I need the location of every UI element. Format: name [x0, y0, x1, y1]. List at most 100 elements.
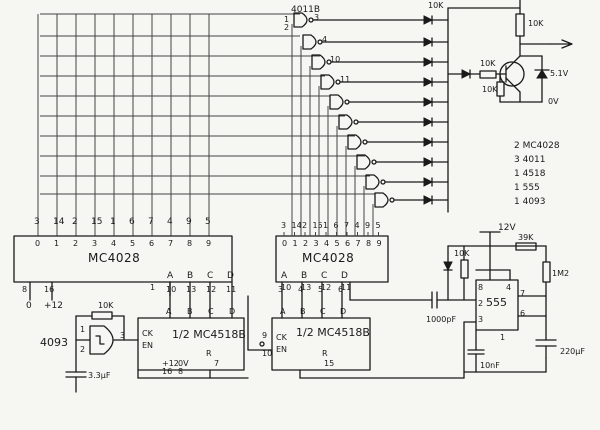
timer-r2: [542, 261, 551, 283]
counter-right-output-0: 0: [282, 239, 287, 248]
bcd-left-output-C: C: [208, 307, 214, 316]
parts-list-item: 1 4093: [514, 197, 546, 207]
zener-label: 5.1V: [550, 69, 569, 78]
counter-right-in-pin-3: 11: [341, 283, 351, 292]
diode-icon: [423, 97, 434, 107]
resistor-top-label: 10K: [528, 19, 544, 28]
parts-list-item: 1 4518: [514, 169, 546, 179]
counter-left-input-B: B: [187, 271, 193, 281]
diode-icon: [423, 157, 434, 167]
counter-left-gnd-label: 0: [26, 301, 32, 311]
bus-resistor-label: 10K: [428, 1, 444, 10]
diode-icon: [423, 177, 434, 187]
timer-555: 555 8 4 2 7 6 3 1 12V 39K 1M2 220µF 1: [349, 223, 585, 379]
nand-gate-icon: [302, 34, 317, 50]
bcd-left-body: [137, 317, 245, 371]
counter-right-top-pin-7: 4: [355, 221, 360, 230]
oscillator: 4093 10K 3.3µF 1 2 3: [40, 301, 139, 393]
counter-right-output-1: 1: [293, 239, 298, 248]
counter-left-top-pin-5: 6: [129, 217, 135, 227]
bcd-left-gnd: 0V: [178, 359, 189, 368]
nand-gate-icon: [365, 174, 380, 190]
counter-left-output-2: 2: [73, 239, 78, 248]
counter-left-output-9: 9: [206, 239, 211, 248]
resistor-base: [479, 70, 497, 79]
diode-icon: [423, 195, 434, 205]
bcd-right-pin-5: 5: [318, 285, 323, 294]
counter-right-input-C: C: [321, 271, 327, 281]
counter-left-output-0: 0: [35, 239, 40, 248]
counter-right-output-4: 4: [324, 239, 329, 248]
bcd-right-output-A: A: [280, 307, 286, 316]
nand-gate-icon: [347, 134, 362, 150]
bcd-left-name: 1/2 MC4518B: [172, 328, 246, 341]
timer-rdiv-label: 10K: [454, 249, 470, 258]
bcd-right-pin-9: 9: [262, 331, 267, 340]
timer-pin-8: 8: [478, 283, 483, 292]
counter-left-top-pin-4: 1: [110, 217, 116, 227]
gate-pin-1: 1: [284, 15, 289, 24]
ground-label: 0V: [548, 97, 559, 106]
bcd-left-pin-1: 1: [150, 283, 155, 292]
counter-left-top-pin-3: 15: [91, 217, 102, 227]
resistor-base-label: 10K: [480, 59, 496, 68]
osc-resistor: [91, 311, 113, 320]
counter-right-output-3: 3: [314, 239, 319, 248]
bcd-right-output-D: D: [340, 307, 346, 316]
diode-icon: [423, 117, 434, 127]
counter-left-output-6: 6: [149, 239, 154, 248]
resistor-emitter-label: 10K: [482, 85, 498, 94]
timer-555-body: [475, 279, 519, 331]
timer-r1: [515, 242, 537, 251]
bcd-right-pin-15: 15: [324, 359, 334, 368]
bcd-left-input-en: EN: [142, 341, 153, 350]
bcd-left-pin-11: 11: [226, 285, 236, 294]
bcd-left-input-r: R: [206, 349, 212, 358]
counter-right-output-7: 7: [356, 239, 361, 248]
gate-pin-2: 2: [284, 23, 289, 32]
counter-left-top-pin-9: 5: [205, 217, 211, 227]
osc-pin-1: 1: [80, 325, 85, 334]
osc-pin-2: 2: [80, 345, 85, 354]
counter-left-top-pin-8: 9: [186, 217, 192, 227]
bcd-right-pin-10: 10: [262, 349, 272, 358]
resistor-top: [515, 13, 525, 37]
bcd-left-input-ck: CK: [142, 329, 154, 338]
counter-left-output-4: 4: [111, 239, 116, 248]
counter-right-output-8: 8: [366, 239, 371, 248]
nand-gate-icon: [338, 114, 353, 130]
timer-pin-1: 1: [500, 333, 505, 342]
bcd-right-input-ck: CK: [276, 333, 288, 342]
timer-crc-label: 220µF: [560, 347, 585, 356]
counter-left-top-pin-6: 7: [148, 217, 154, 227]
parts-list-item: 3 4011: [514, 155, 546, 165]
timer-cin-label: 1000pF: [426, 315, 456, 324]
bcd-right-output-B: B: [300, 307, 306, 316]
bcd-left-pin-8: 8: [178, 367, 183, 376]
resistor-emitter: [496, 81, 505, 97]
bcd-left-output-A: A: [166, 307, 172, 316]
schmitt-gate-icon: [89, 325, 114, 355]
counter-left-output-5: 5: [130, 239, 135, 248]
bcd-right-output-C: C: [320, 307, 326, 316]
counter-right-output-6: 6: [345, 239, 350, 248]
counter-left-output-8: 8: [187, 239, 192, 248]
bcd-right-body: [271, 317, 371, 371]
diode-column: [423, 15, 449, 205]
timer-555-name: 555: [486, 296, 507, 309]
gate-pin-3: 3: [314, 13, 319, 22]
nand-gate-icon: [293, 12, 308, 28]
supply-label: 12V: [498, 223, 516, 233]
counter-left-input-D: D: [227, 271, 234, 281]
counter-left-output-3: 3: [92, 239, 97, 248]
counter-left-body: [13, 235, 233, 283]
counter-left-output-1: 1: [54, 239, 59, 248]
timer-diode-icon: [443, 261, 453, 272]
counter-left-pin-gnd: 8: [22, 285, 27, 294]
parts-list-item: 1 555: [514, 183, 540, 193]
diode-icon: [423, 37, 434, 47]
nand-gate-icon: [374, 192, 389, 208]
